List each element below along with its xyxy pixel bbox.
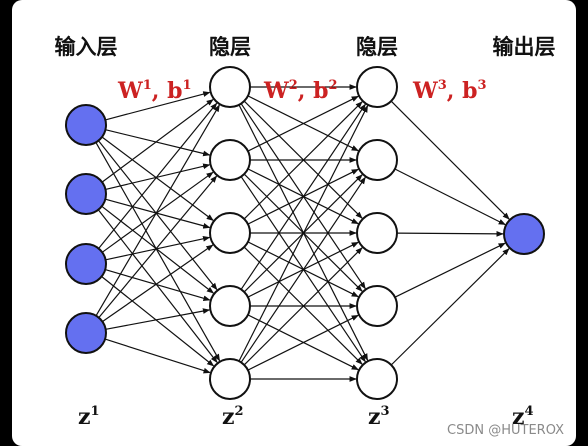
- neural-network-diagram: 输入层 隐层 隐层 输出层 W1, b1 W2, b2 W3, b3 z1 z2: [55, 35, 565, 438]
- edge-l1-3-to-4: [105, 269, 211, 302]
- layer-title-input: 输入层: [55, 35, 118, 59]
- edge-l3-2-to-1: [394, 168, 506, 226]
- neuron-hidden-1-4: [209, 285, 251, 327]
- z-label-1: z1: [78, 404, 100, 430]
- edge-l1-1-to-5: [95, 142, 221, 362]
- neuron-input-1: [65, 104, 107, 146]
- edge-l1-3-to-3: [105, 235, 211, 261]
- edge-l2-3-to-1: [243, 101, 363, 220]
- neuron-hidden-2-4: [356, 285, 398, 327]
- edge-l1-3-to-2: [101, 171, 214, 253]
- neuron-nodes: [65, 66, 545, 400]
- edge-l1-4-to-1: [95, 104, 220, 317]
- weight-label-3: W3, b3: [412, 78, 487, 104]
- edge-l3-5-to-1: [390, 248, 510, 366]
- layer-title-hidden-2: 隐层: [356, 35, 398, 59]
- edge-l2-2-to-1: [247, 95, 359, 152]
- edge-l1-2-to-1: [101, 99, 214, 183]
- edge-l1-2-to-4: [101, 205, 214, 294]
- edge-l2-4-to-1: [240, 103, 366, 290]
- edge-l1-2-to-3: [105, 198, 211, 229]
- edge-l2-5-to-1: [238, 105, 369, 362]
- neuron-hidden-2-2: [356, 139, 398, 181]
- z-label-3: z3: [368, 404, 390, 430]
- layer-title-output: 输出层: [493, 35, 556, 59]
- edge-l1-1-to-4: [98, 140, 218, 291]
- edge-l3-4-to-1: [394, 242, 506, 298]
- edge-l1-4-to-2: [98, 175, 218, 318]
- neuron-hidden-1-3: [209, 212, 251, 254]
- edge-l3-3-to-1: [396, 230, 504, 237]
- edge-l2-5-to-4: [247, 314, 359, 371]
- neuron-hidden-2-3: [356, 212, 398, 254]
- neuron-input-4: [65, 312, 107, 354]
- edge-l1-4-to-4: [105, 308, 211, 330]
- watermark-text: CSDN @HUTEROX: [447, 423, 564, 438]
- neuron-hidden-1-1: [209, 66, 251, 108]
- edge-l3-1-to-1: [390, 100, 510, 220]
- edge-l1-1-to-1: [105, 91, 211, 121]
- edge-l1-4-to-5: [104, 338, 211, 374]
- neuron-input-2: [65, 173, 107, 215]
- neuron-hidden-2-1: [356, 66, 398, 108]
- neuron-input-3: [65, 243, 107, 285]
- edge-l1-2-to-2: [105, 163, 211, 190]
- diagram-panel: 输入层 隐层 隐层 输出层 W1, b1 W2, b2 W3, b3 z1 z2: [12, 0, 576, 446]
- layer-title-hidden-1: 隐层: [209, 35, 251, 59]
- weight-label-2: W2, b2: [263, 78, 338, 104]
- edge-l1-3-to-1: [98, 102, 218, 249]
- weight-label-1: W1, b1: [117, 78, 192, 104]
- edge-l2-5-to-2: [240, 176, 366, 363]
- edge-l1-4-to-3: [102, 244, 214, 323]
- edge-l2-5-to-3: [243, 247, 363, 366]
- edge-l1-1-to-3: [101, 136, 214, 221]
- neuron-output-1: [503, 213, 545, 255]
- z-label-2: z2: [222, 404, 244, 430]
- neuron-hidden-2-5: [356, 358, 398, 400]
- edge-l1-2-to-5: [97, 209, 218, 363]
- connection-edges: [95, 84, 510, 382]
- z-label-4: z4: [512, 404, 534, 430]
- neuron-hidden-1-5: [209, 358, 251, 400]
- neuron-hidden-1-2: [209, 139, 251, 181]
